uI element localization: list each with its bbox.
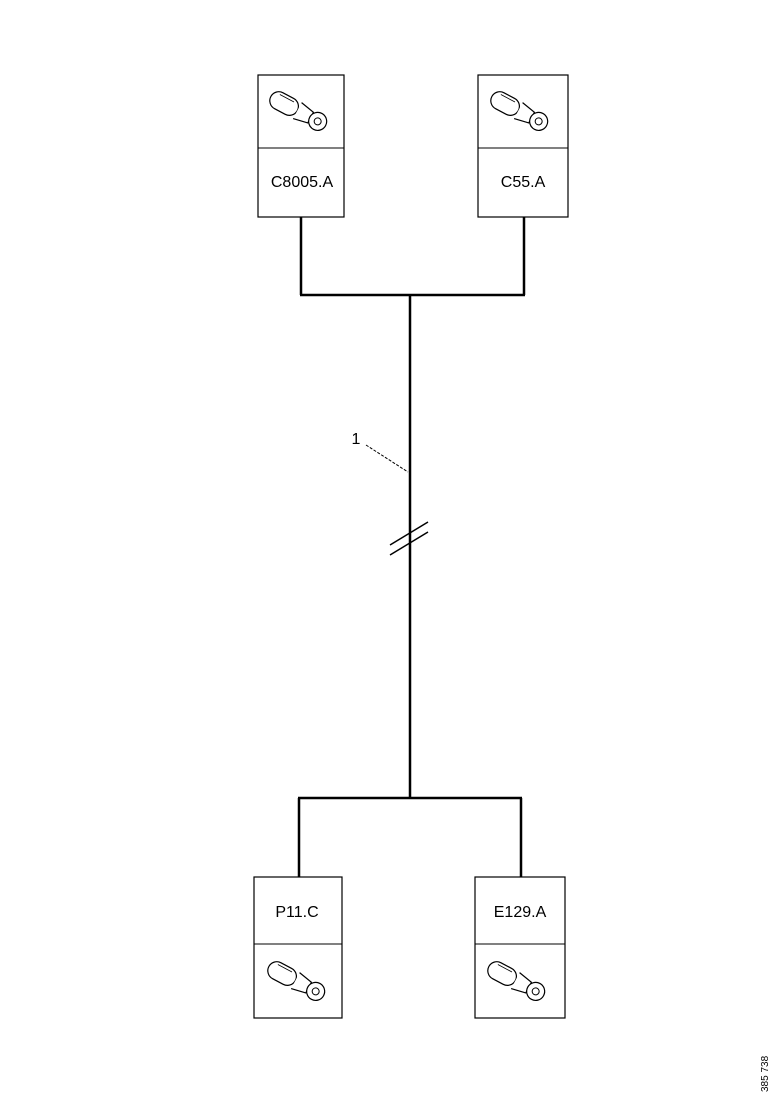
connector-bottom-left: P11.C <box>253 876 343 1019</box>
connector-top-left: C8005.A <box>257 74 345 218</box>
bottom-branch-wires <box>297 796 523 877</box>
connector-label: E129.A <box>494 904 547 921</box>
connector-box <box>474 876 566 1019</box>
connector-label: P11.C <box>275 904 318 921</box>
callout-leader <box>365 444 409 473</box>
connector-label: C55.A <box>501 174 546 191</box>
callout-label: 1 <box>352 431 361 448</box>
reference-code: 385 738 <box>760 1055 771 1092</box>
connector-box <box>253 876 343 1019</box>
ring-terminal-icon <box>267 961 326 1001</box>
ring-terminal-icon <box>269 91 328 131</box>
connector-label: C8005.A <box>271 174 334 191</box>
connector-top-right: C55.A <box>477 74 569 218</box>
ring-terminal-icon <box>490 91 549 131</box>
ring-terminal-icon <box>487 961 546 1001</box>
connector-bottom-right: E129.A <box>474 876 566 1019</box>
wire-break-symbol <box>389 521 429 556</box>
top-branch-wires <box>299 217 526 297</box>
